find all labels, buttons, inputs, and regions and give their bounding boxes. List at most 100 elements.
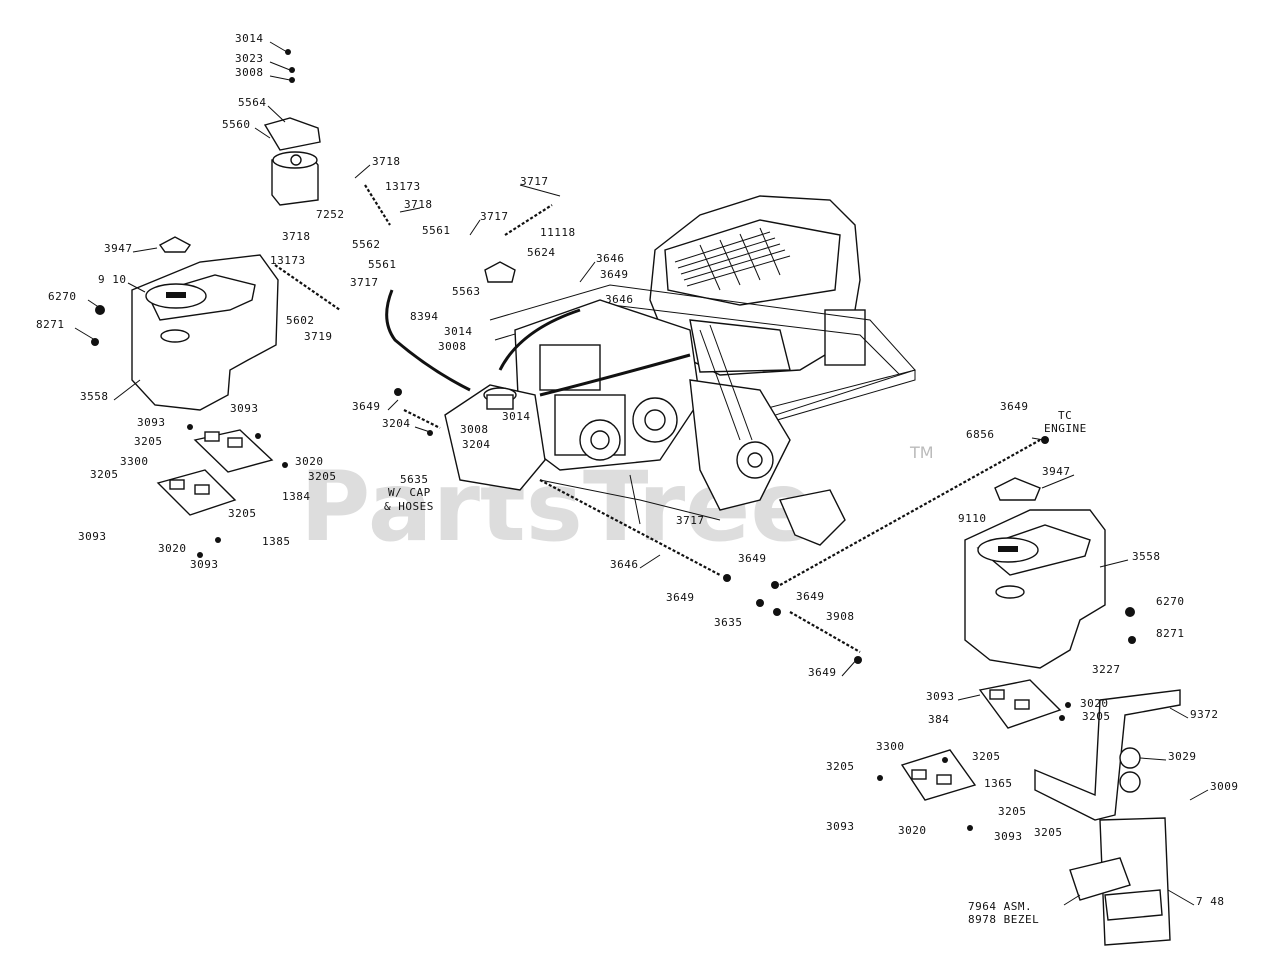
part-callout: 3093 bbox=[994, 830, 1023, 843]
part-callout: 5563 bbox=[452, 285, 481, 298]
transmission-assembly bbox=[514, 299, 846, 546]
part-callout: 3014 bbox=[502, 410, 531, 423]
part-callout: 3646 bbox=[596, 252, 625, 265]
part-callout: 7 48 bbox=[1196, 895, 1225, 908]
part-callout: 3205 bbox=[90, 468, 119, 481]
part-callout: 3204 bbox=[382, 417, 411, 430]
part-callout: 3300 bbox=[120, 455, 149, 468]
part-callout: 3649 bbox=[808, 666, 837, 679]
part-callout: 8271 bbox=[36, 318, 65, 331]
part-callout: 3093 bbox=[137, 416, 166, 429]
part-callout: 6856 bbox=[966, 428, 995, 441]
part-callout: ENGINE bbox=[1044, 422, 1087, 435]
part-callout: 3649 bbox=[666, 591, 695, 604]
part-callout: 3008 bbox=[460, 423, 489, 436]
front-bumper bbox=[1034, 689, 1181, 821]
part-callout: 3014 bbox=[235, 32, 264, 45]
part-callout: 3718 bbox=[282, 230, 311, 243]
part-callout: 3093 bbox=[826, 820, 855, 833]
right-fuel-tank bbox=[964, 477, 1106, 669]
part-callout: 3718 bbox=[372, 155, 401, 168]
part-callout: 5561 bbox=[422, 224, 451, 237]
part-callout: 5561 bbox=[368, 258, 397, 271]
part-callout: 8271 bbox=[1156, 627, 1185, 640]
part-callout: & HOSES bbox=[384, 500, 434, 513]
part-callout: 3649 bbox=[600, 268, 629, 281]
part-callout: 3558 bbox=[1132, 550, 1161, 563]
hoses bbox=[274, 184, 1041, 653]
part-callout: 3717 bbox=[480, 210, 509, 223]
part-callout: 3908 bbox=[826, 610, 855, 623]
part-callout: 3205 bbox=[134, 435, 163, 448]
part-callout: 3227 bbox=[1092, 663, 1121, 676]
part-callout: 6270 bbox=[1156, 595, 1185, 608]
hardware-fasteners bbox=[91, 49, 1136, 831]
part-callout: 3008 bbox=[438, 340, 467, 353]
part-callout: 3717 bbox=[676, 514, 705, 527]
part-callout: 5562 bbox=[352, 238, 381, 251]
part-callout: 9110 bbox=[958, 512, 987, 525]
part-callout: 3649 bbox=[796, 590, 825, 603]
part-callout: 3020 bbox=[898, 824, 927, 837]
part-callout: 384 bbox=[928, 713, 949, 726]
part-callout: 3205 bbox=[998, 805, 1027, 818]
part-callout: 3205 bbox=[972, 750, 1001, 763]
part-callout: 7252 bbox=[316, 208, 345, 221]
part-callout: 5560 bbox=[222, 118, 251, 131]
left-bracket-plates bbox=[156, 429, 274, 516]
engine-assembly bbox=[649, 195, 866, 376]
part-callout: W/ CAP bbox=[388, 486, 431, 499]
part-callout: 3204 bbox=[462, 438, 491, 451]
part-callout: 3947 bbox=[1042, 465, 1071, 478]
part-callout: 3023 bbox=[235, 52, 264, 65]
part-callout: 3646 bbox=[610, 558, 639, 571]
part-callout: 6270 bbox=[48, 290, 77, 303]
part-callout: 3205 bbox=[308, 470, 337, 483]
part-callout: 3717 bbox=[350, 276, 379, 289]
part-callout: 3205 bbox=[1082, 710, 1111, 723]
part-callout: 7964 ASM. bbox=[968, 900, 1032, 913]
part-callout: 8978 BEZEL bbox=[968, 913, 1039, 926]
part-callout: TC bbox=[1058, 409, 1072, 422]
part-callout: 3205 bbox=[228, 507, 257, 520]
leader-lines bbox=[74, 41, 1209, 906]
part-callout: 3008 bbox=[235, 66, 264, 79]
part-callout: 5624 bbox=[527, 246, 556, 259]
part-callout: 3649 bbox=[738, 552, 767, 565]
part-callout: 5602 bbox=[286, 314, 315, 327]
part-callout: 3093 bbox=[230, 402, 259, 415]
part-callout: 3093 bbox=[926, 690, 955, 703]
part-callout: 3029 bbox=[1168, 750, 1197, 763]
part-callout: 11118 bbox=[540, 226, 576, 239]
hydraulic-tank bbox=[444, 384, 546, 491]
part-callout: 9 10 bbox=[98, 273, 127, 286]
part-callout: 3014 bbox=[444, 325, 473, 338]
part-callout: 3300 bbox=[876, 740, 905, 753]
cap-5624 bbox=[484, 261, 516, 283]
part-callout: 13173 bbox=[270, 254, 306, 267]
part-callout: 3009 bbox=[1210, 780, 1239, 793]
left-fuel-tank bbox=[131, 236, 279, 411]
part-callout: 8394 bbox=[410, 310, 439, 323]
part-callout: 3646 bbox=[605, 293, 634, 306]
watermark-trademark: TM bbox=[909, 443, 934, 462]
part-callout: 3649 bbox=[1000, 400, 1029, 413]
part-callout: 1385 bbox=[262, 535, 291, 548]
part-callout: 3093 bbox=[190, 558, 219, 571]
part-callout: 3020 bbox=[158, 542, 187, 555]
part-callout: 3558 bbox=[80, 390, 109, 403]
oil-filter bbox=[263, 117, 321, 206]
part-callout: 9372 bbox=[1190, 708, 1219, 721]
part-callout: 5635 bbox=[400, 473, 429, 486]
part-callout: 13173 bbox=[385, 180, 421, 193]
part-callout: 3719 bbox=[304, 330, 333, 343]
part-callout: 3718 bbox=[404, 198, 433, 211]
part-callout: 1365 bbox=[984, 777, 1013, 790]
callout-labels: 3014302330085564556037181317337187252371… bbox=[36, 32, 1239, 926]
part-callout: 3717 bbox=[520, 175, 549, 188]
part-callout: 1384 bbox=[282, 490, 311, 503]
part-callout: 3020 bbox=[295, 455, 324, 468]
part-callout: 3205 bbox=[826, 760, 855, 773]
